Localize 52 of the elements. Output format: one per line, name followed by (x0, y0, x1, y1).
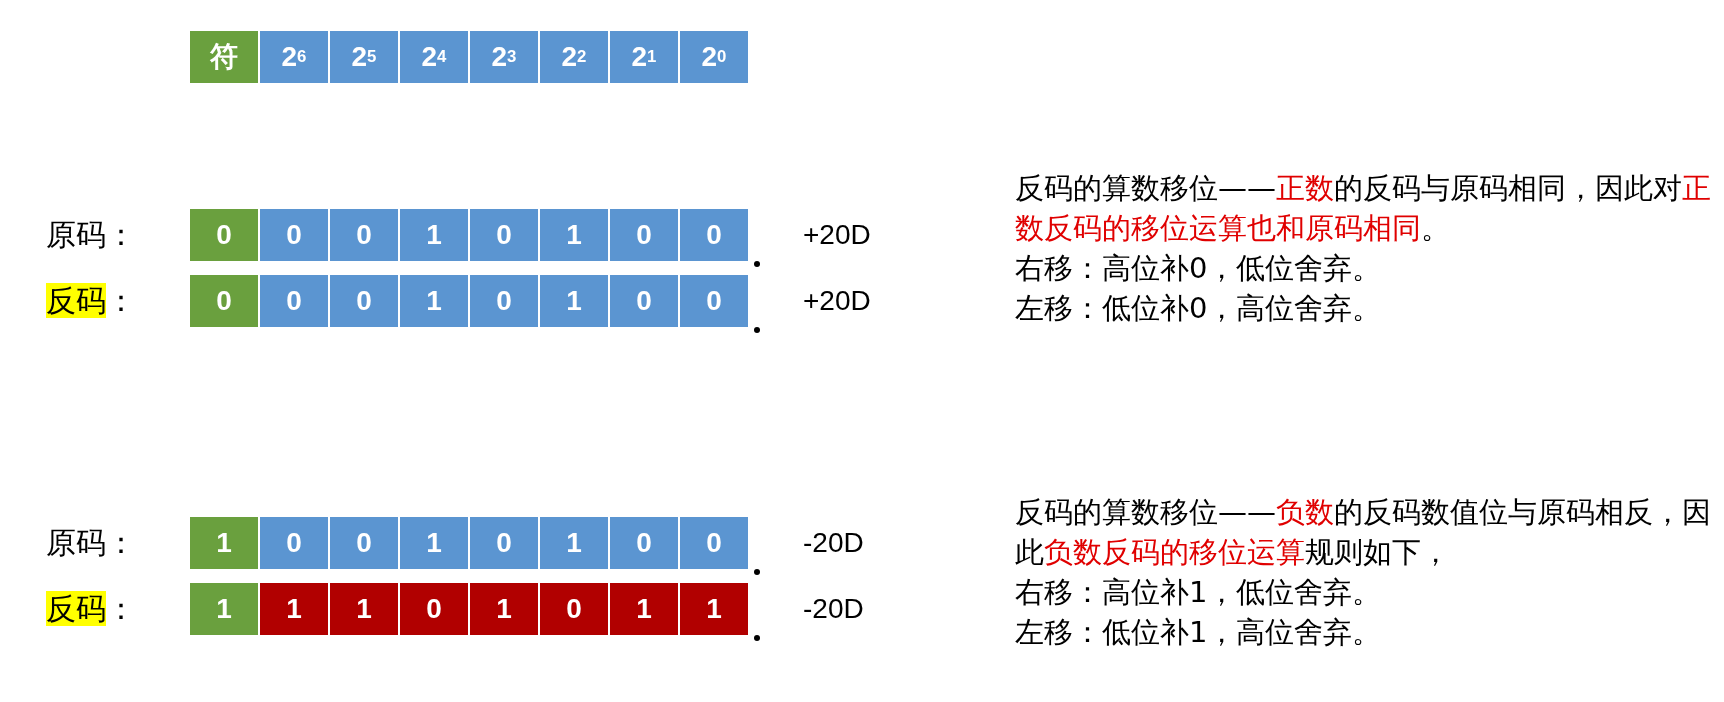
shift-rule-text: 右移：高位补0，低位舍弃。 (1015, 250, 1382, 287)
sign-bit-cell: 0 (190, 209, 258, 261)
bit-cell: 1 (540, 209, 608, 261)
bit-cell: 1 (540, 517, 608, 569)
inverted-bit-cell: 1 (330, 583, 398, 635)
bit-cell: 0 (680, 209, 748, 261)
bit-cell: 2$^{1}$ (610, 31, 678, 83)
decimal-value: -20D (803, 592, 864, 626)
bit-cell: 0 (260, 517, 328, 569)
bit-cell: 2$^{0}$ (680, 31, 748, 83)
inverted-bit-cell: 0 (540, 583, 608, 635)
bit-cell: 0 (680, 275, 748, 327)
decimal-value: -20D (803, 526, 864, 560)
inverted-bit-cell: 1 (470, 583, 538, 635)
sign-bit-cell: 0 (190, 275, 258, 327)
bit-cell: 0 (330, 275, 398, 327)
bit-cell: 0 (260, 275, 328, 327)
bit-cell: 2$^{2}$ (540, 31, 608, 83)
inverted-bit-cell: 0 (400, 583, 468, 635)
sign-bit-cell: 1 (190, 517, 258, 569)
shift-rule-text: 左移：低位补1，高位舍弃。 (1015, 614, 1382, 651)
decimal-value: +20D (803, 218, 871, 252)
inverted-bit-cell: 1 (680, 583, 748, 635)
bit-cell: 0 (610, 517, 678, 569)
row-label: 原码： (46, 524, 136, 562)
inverted-bit-cell: 1 (260, 583, 328, 635)
bit-cell: 2$^{6}$ (260, 31, 328, 83)
bit-cell: 0 (610, 275, 678, 327)
bit-cell: 0 (470, 275, 538, 327)
row-label: 原码： (46, 216, 136, 254)
explanation-text: 反码的算数移位——负数的反码数值位与原码相反，因此负数反码的移位运算规则如下， (1015, 494, 1712, 571)
bit-cell: 1 (400, 517, 468, 569)
bit-cell: 0 (610, 209, 678, 261)
bit-cell: 1 (400, 275, 468, 327)
bit-cell: 2$^{3}$ (470, 31, 538, 83)
inverted-bit-cell: 1 (610, 583, 678, 635)
explanation-text: 反码的算数移位——正数的反码与原码相同，因此对正数反码的移位运算也和原码相同。 (1015, 170, 1712, 247)
decimal-value: +20D (803, 284, 871, 318)
sign-bit-cell: 1 (190, 583, 258, 635)
bit-cell: 0 (330, 209, 398, 261)
bit-cell: 0 (470, 517, 538, 569)
shift-rule-text: 左移：低位补0，高位舍弃。 (1015, 290, 1382, 327)
shift-rule-text: 右移：高位补1，低位舍弃。 (1015, 574, 1382, 611)
bit-cell: 0 (470, 209, 538, 261)
bit-cell: 0 (260, 209, 328, 261)
sign-bit-cell: 符 (190, 31, 258, 83)
bit-cell: 1 (400, 209, 468, 261)
bit-cell: 0 (680, 517, 748, 569)
bit-cell: 2$^{4}$ (400, 31, 468, 83)
bit-cell: 1 (540, 275, 608, 327)
bit-cell: 2$^{5}$ (330, 31, 398, 83)
bit-cell: 0 (330, 517, 398, 569)
